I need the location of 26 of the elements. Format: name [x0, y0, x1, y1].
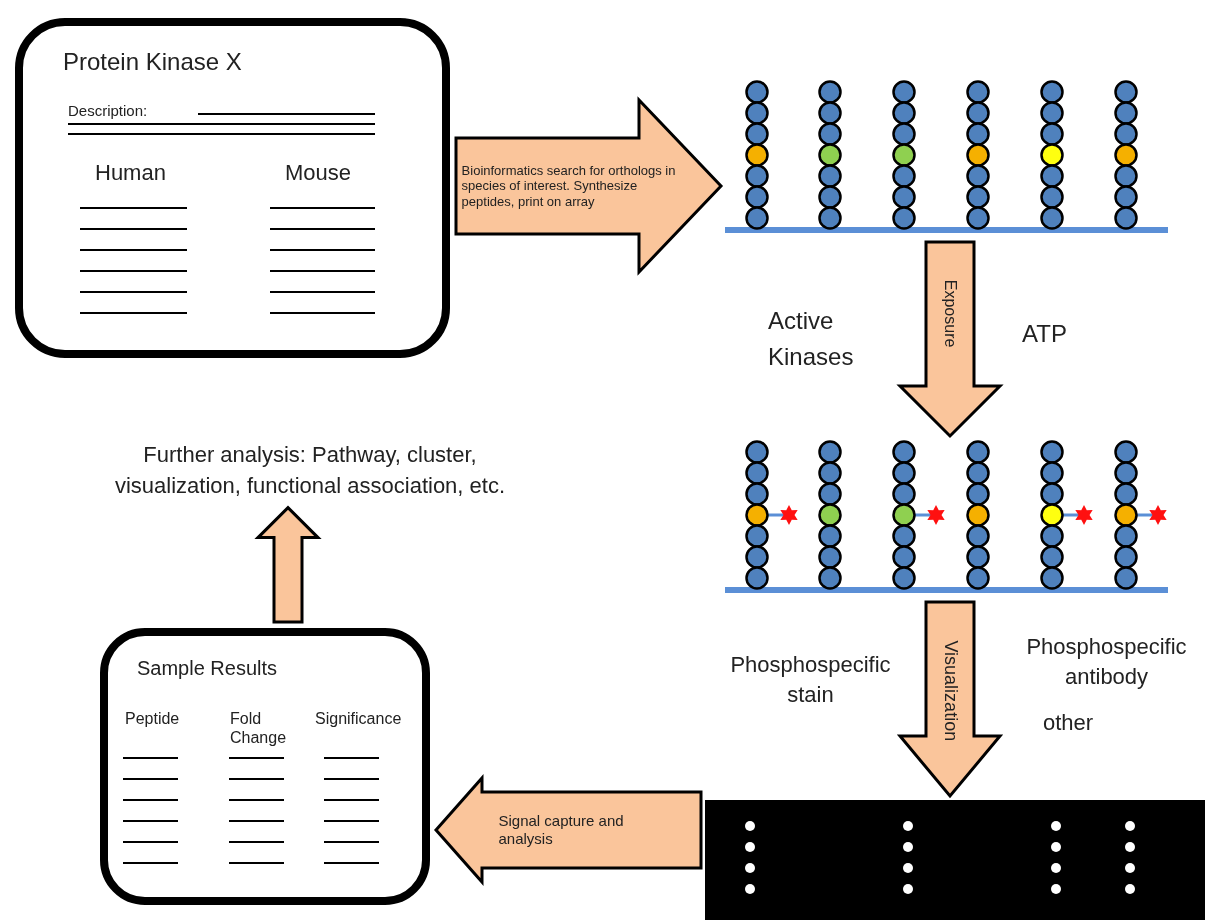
- block-arrow: [434, 774, 703, 886]
- edge-label: Visualization: [939, 639, 961, 744]
- annotation-text: ATP: [1022, 319, 1068, 349]
- card-title: Sample Results: [137, 656, 278, 680]
- column-heading: Peptide: [125, 709, 180, 729]
- annotation-text: Phosphospecific stain: [729, 651, 892, 709]
- block-arrow: [896, 600, 1004, 799]
- column-heading: Description:: [68, 102, 148, 120]
- block-arrow: [454, 96, 724, 276]
- edge-label: Signal capture and analysis: [498, 812, 625, 848]
- block-arrow: [896, 240, 1004, 439]
- edge-label: Exposure: [940, 278, 960, 350]
- edge-label: Bioinformatics search for orthologs in species of interest. Synthesize peptides, print on array: [461, 162, 677, 210]
- array-scan-drawing: [705, 800, 1205, 920]
- column-heading: Human: [95, 160, 166, 187]
- record-card: [100, 628, 430, 905]
- block-arrow: [254, 505, 322, 624]
- column-heading: Fold Change: [230, 709, 288, 748]
- annotation-text: Active Kinases: [768, 306, 855, 372]
- annotation-text: Phosphospecific antibody: [1025, 633, 1188, 691]
- card-title: Protein Kinase X: [63, 48, 242, 77]
- column-heading: Mouse: [285, 160, 352, 187]
- annotation-text: other: [1043, 709, 1095, 737]
- column-heading: Significance: [315, 709, 402, 729]
- record-card: [15, 18, 450, 358]
- analysis-note: Further analysis: Pathway, cluster, visualization, functional association, etc.: [113, 441, 507, 500]
